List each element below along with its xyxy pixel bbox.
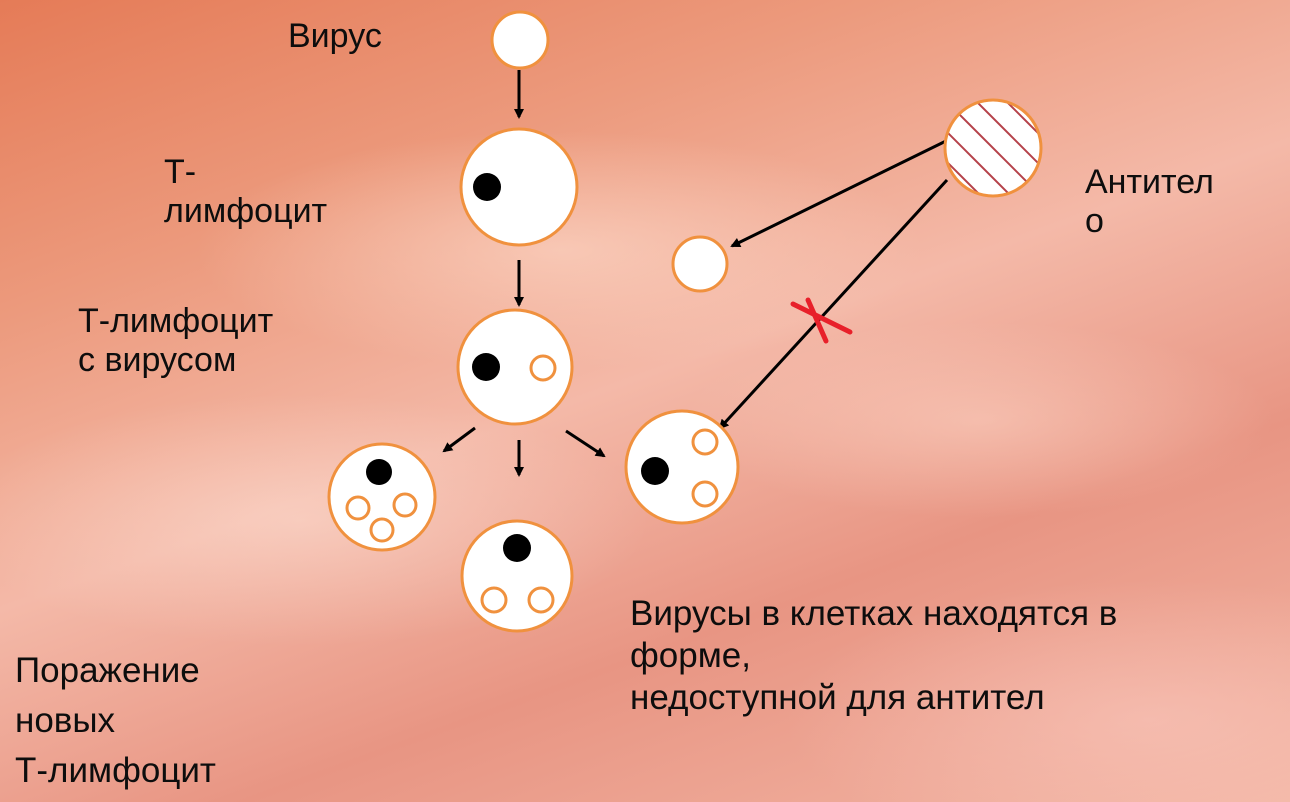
infected-t-lymphocyte-cell: [456, 308, 574, 426]
arrow-antibody-to-free-virus: [730, 139, 947, 248]
inner-virus: [691, 480, 719, 508]
inner-virus: [369, 517, 395, 543]
virus-particle: [490, 10, 550, 70]
label-antibody: Антител о: [1085, 163, 1214, 240]
new-infected-cell-left: [327, 442, 437, 552]
antibody: [943, 98, 1043, 198]
inner-virus: [345, 495, 371, 521]
label-virus: Вирус: [288, 17, 382, 55]
inner-virus: [691, 428, 719, 456]
label-viruses-inaccessible: Вирусы в клетках находятся в форме, недо…: [630, 594, 1118, 717]
inner-virus: [480, 586, 508, 614]
t-lymphocyte-cell: [459, 127, 579, 247]
label-t-lymphocyte-with-virus: Т-лимфоцит с вирусом: [78, 302, 274, 379]
nucleus: [473, 173, 501, 201]
inner-virus: [527, 586, 555, 614]
new-infected-cell-bottom: [460, 519, 574, 633]
nucleus: [503, 534, 531, 562]
free-virus-particle: [671, 235, 729, 293]
blocked-mark: [790, 297, 853, 344]
arrow-antibody-to-infected-cell: [718, 178, 949, 430]
inner-virus: [529, 354, 557, 382]
arrow-to-right-cell: [565, 429, 606, 458]
nucleus: [641, 457, 669, 485]
label-t-lymphocyte: Т- лимфоцит: [164, 153, 328, 230]
inner-virus: [392, 492, 418, 518]
nucleus: [366, 459, 392, 485]
arrow-to-left-cell: [442, 426, 476, 453]
label-lesion-new-lymphocytes: Поражение новых Т-лимфоцит: [15, 651, 216, 790]
nucleus: [472, 353, 500, 381]
new-infected-cell-right: [624, 409, 740, 525]
